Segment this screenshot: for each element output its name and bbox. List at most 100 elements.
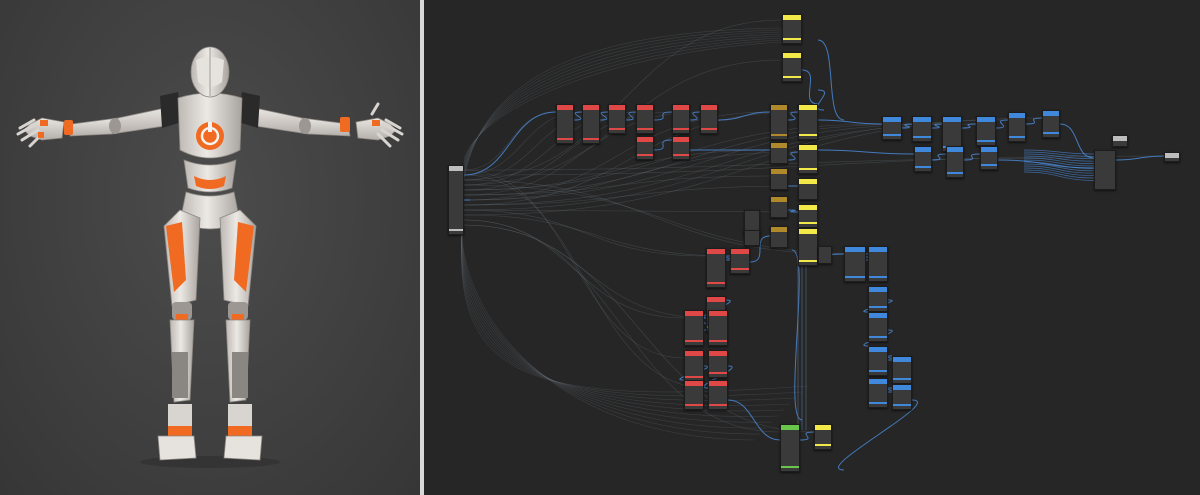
graph-node[interactable] — [844, 246, 866, 282]
graph-node[interactable] — [1112, 135, 1128, 147]
connection-wire — [463, 117, 1043, 216]
node-header — [869, 287, 887, 292]
graph-node[interactable] — [912, 116, 932, 142]
graph-node[interactable] — [700, 104, 718, 134]
node-header — [771, 227, 787, 232]
graph-node[interactable] — [780, 424, 800, 472]
connection-wire — [463, 214, 731, 257]
graph-node[interactable] — [892, 356, 912, 384]
graph-node[interactable] — [1008, 112, 1026, 142]
graph-node[interactable] — [672, 104, 690, 134]
graph-node[interactable] — [798, 144, 818, 174]
node-output-bar — [845, 276, 865, 278]
node-header — [915, 147, 931, 152]
connection-wire — [689, 111, 701, 121]
graph-node[interactable] — [892, 384, 912, 410]
graph-node[interactable] — [798, 228, 818, 266]
node-output-bar — [637, 154, 653, 156]
graph-node[interactable] — [914, 146, 932, 172]
graph-node[interactable] — [672, 136, 690, 160]
panel-divider[interactable] — [420, 0, 424, 495]
connection-wire — [931, 123, 943, 129]
graph-node[interactable] — [798, 104, 818, 140]
node-output-bar — [815, 444, 831, 446]
graph-node[interactable] — [868, 286, 888, 312]
graph-node[interactable] — [448, 165, 464, 235]
graph-node[interactable] — [770, 196, 788, 218]
graph-node[interactable] — [706, 248, 726, 288]
node-header — [707, 297, 725, 302]
graph-node[interactable] — [770, 104, 788, 140]
connection-wire — [463, 175, 771, 196]
node-output-bar — [709, 404, 727, 406]
graph-node[interactable] — [730, 248, 750, 274]
graph-node[interactable] — [980, 146, 998, 170]
connection-wire — [885, 355, 895, 361]
connection-wire — [901, 123, 913, 129]
graph-node[interactable] — [782, 52, 802, 82]
node-output-bar — [731, 268, 749, 270]
node-header — [771, 105, 787, 110]
connection-wire — [817, 119, 883, 125]
graph-node[interactable] — [1164, 152, 1180, 162]
node-output-bar — [1043, 132, 1059, 134]
node-graph-editor[interactable] — [424, 0, 1200, 495]
node-output-bar — [783, 76, 801, 78]
graph-node[interactable] — [782, 14, 802, 44]
graph-node[interactable] — [684, 380, 704, 410]
node-header — [815, 425, 831, 430]
graph-node[interactable] — [636, 136, 654, 160]
graph-node[interactable] — [868, 312, 888, 342]
3d-viewport[interactable] — [0, 0, 420, 495]
graph-node[interactable] — [798, 204, 818, 228]
connection-wire — [573, 111, 583, 121]
graph-node[interactable] — [708, 350, 728, 378]
graph-node[interactable] — [708, 380, 728, 410]
connection-wire — [1023, 151, 1095, 157]
node-output-bar — [893, 404, 911, 406]
graph-node[interactable] — [1042, 110, 1060, 138]
node-header — [1165, 153, 1179, 158]
graph-node[interactable] — [770, 168, 788, 190]
graph-node[interactable] — [814, 424, 832, 450]
node-output-bar — [981, 164, 997, 166]
connection-wire — [463, 111, 799, 206]
connection-wire — [463, 111, 557, 171]
graph-node[interactable] — [744, 230, 760, 246]
graph-node[interactable] — [868, 346, 888, 376]
node-header — [799, 229, 817, 234]
connection-wire — [1023, 157, 1095, 164]
graph-node[interactable] — [708, 310, 728, 346]
graph-node[interactable] — [976, 116, 996, 146]
head — [190, 46, 230, 98]
connection-wire — [1023, 155, 1095, 162]
node-header — [799, 145, 817, 150]
graph-node[interactable] — [636, 104, 654, 134]
graph-node[interactable] — [770, 142, 788, 164]
graph-node[interactable] — [882, 116, 902, 140]
graph-node[interactable] — [608, 104, 626, 134]
graph-node[interactable] — [684, 350, 704, 382]
graph-node[interactable] — [1094, 150, 1116, 190]
graph-node[interactable] — [818, 246, 832, 264]
node-header — [709, 351, 727, 356]
graph-node[interactable] — [868, 378, 888, 408]
connection-wire — [749, 235, 771, 263]
connection-wire — [799, 431, 815, 441]
node-header — [771, 169, 787, 174]
graph-node[interactable] — [798, 178, 818, 200]
graph-node[interactable] — [946, 146, 964, 178]
connection-wire — [1059, 123, 1095, 159]
graph-node[interactable] — [582, 104, 600, 144]
graph-node[interactable] — [868, 246, 888, 282]
graph-node[interactable] — [556, 104, 574, 144]
node-output-bar — [609, 128, 625, 130]
node-header — [673, 105, 689, 110]
connection-wire — [463, 224, 709, 319]
connection-wire — [791, 249, 803, 421]
graph-node[interactable] — [684, 310, 704, 346]
node-header — [637, 105, 653, 110]
connection-wire — [838, 399, 918, 471]
graph-node[interactable] — [770, 226, 788, 248]
